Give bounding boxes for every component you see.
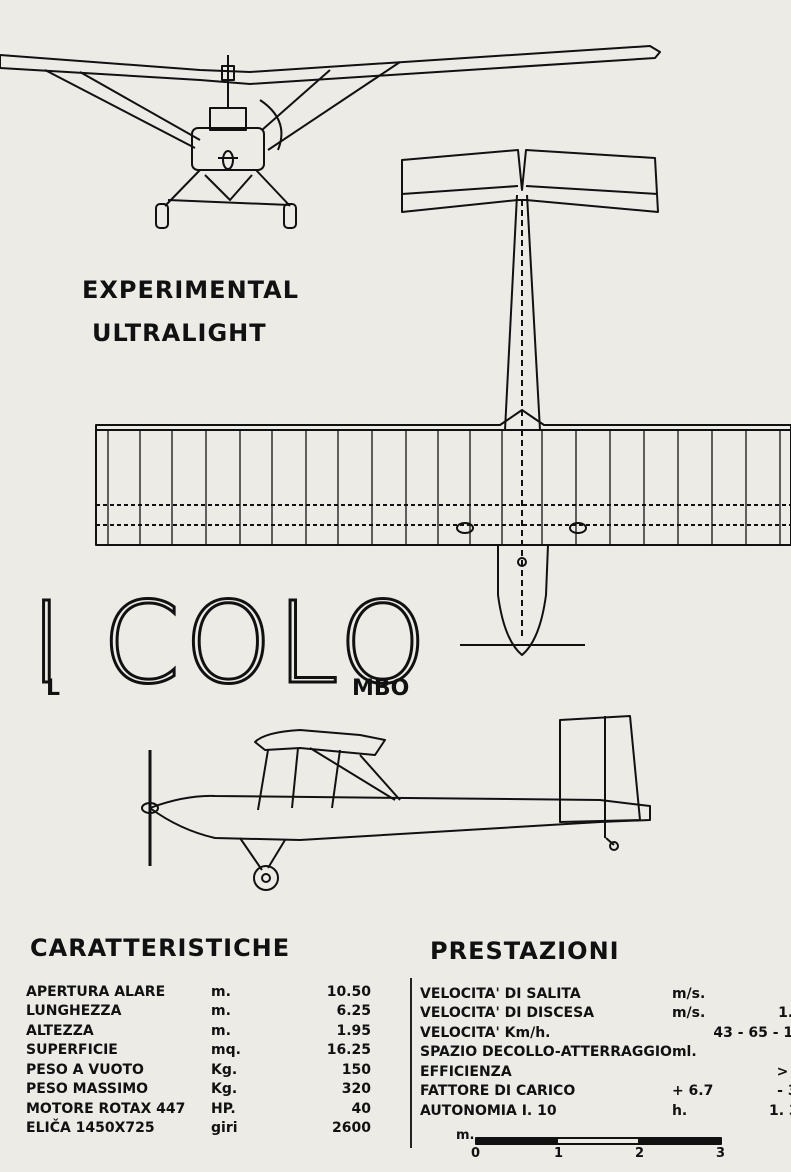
table-row: EFFICIENZA> 11 <box>420 1063 791 1080</box>
scale-tick-1: 1 <box>554 1146 564 1161</box>
table-row: VELOCITA' Km/h.43 - 65 - 100 <box>420 1024 791 1041</box>
headline-line-1: EXPERIMENTAL <box>82 276 300 304</box>
column-divider <box>410 978 412 1148</box>
prestazioni-title: PRESTAZIONI <box>430 937 620 965</box>
top-view <box>95 149 791 656</box>
name-initial-big: I <box>28 579 68 709</box>
name-main-small: MBO <box>352 676 410 701</box>
table-row: FATTORE DI CARICO+ 6.7- 3.5 <box>420 1083 791 1100</box>
front-view <box>0 45 661 229</box>
table-row: AUTONOMIA I. 10h.1. 30' <box>420 1102 791 1119</box>
caratteristiche-title: CARATTERISTICHE <box>30 934 291 962</box>
name-main-big: COLO <box>101 579 431 709</box>
name-initial-small: L <box>46 676 61 701</box>
side-view <box>141 715 651 891</box>
scale-tick-3: 3 <box>716 1146 726 1161</box>
scale-tick-2: 2 <box>635 1146 645 1161</box>
scale-bar <box>475 1137 722 1145</box>
headline-line-2: ULTRALIGHT <box>92 319 267 347</box>
scale-unit: m. <box>456 1128 475 1143</box>
scale-tick-0: 0 <box>471 1146 481 1161</box>
